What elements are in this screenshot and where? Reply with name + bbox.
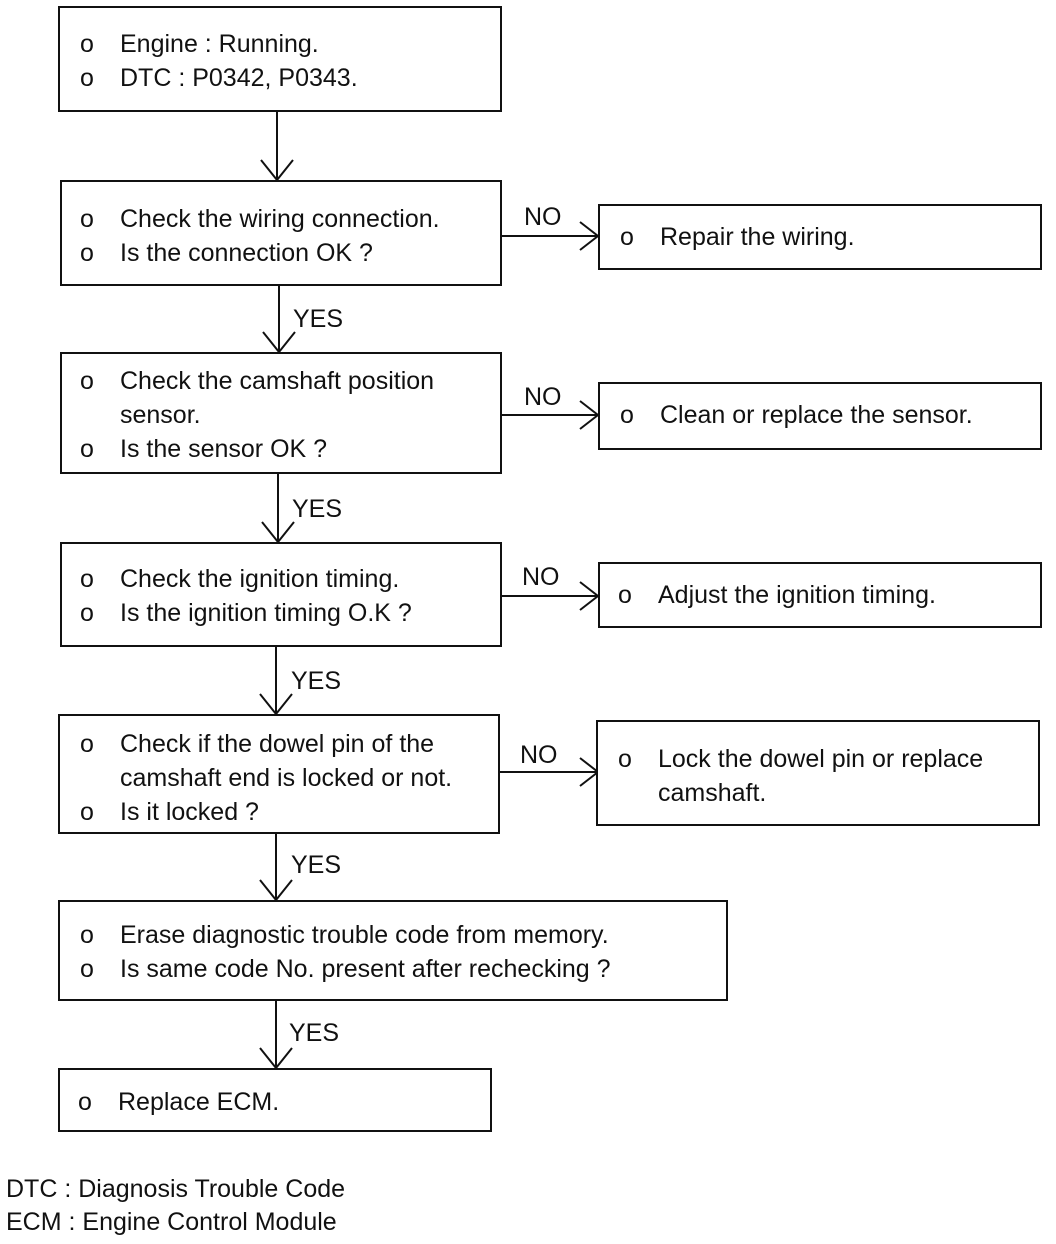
edge-label-no: NO [522,563,560,591]
edge-label-yes: YES [289,1019,340,1047]
edge-label-no: NO [524,203,562,231]
bullet: o [80,565,94,593]
edge-label-no: NO [520,741,558,769]
bullet: o [80,435,94,463]
bullet: o [618,745,632,773]
edge-label-yes: YES [292,495,343,523]
bullet: o [80,205,94,233]
bullet: o [80,798,94,826]
bullet: o [80,64,94,92]
bullet: o [80,30,94,58]
edge-label-yes: YES [291,851,342,879]
bullet: o [80,239,94,267]
bullet: o [80,730,94,758]
bullet: o [620,223,634,251]
bullet: o [80,367,94,395]
bullet: o [618,581,632,609]
bullet: o [80,921,94,949]
bullet: o [78,1088,92,1116]
edge-label-yes: YES [291,667,342,695]
edge-label-yes: YES [293,305,344,333]
edge-label-no: NO [524,383,562,411]
bullet: o [80,599,94,627]
legend-ecm: ECM : Engine Control Module [6,1208,337,1236]
legend-dtc: DTC : Diagnosis Trouble Code [6,1175,346,1203]
bullet: o [620,401,634,429]
bullet: o [80,955,94,983]
